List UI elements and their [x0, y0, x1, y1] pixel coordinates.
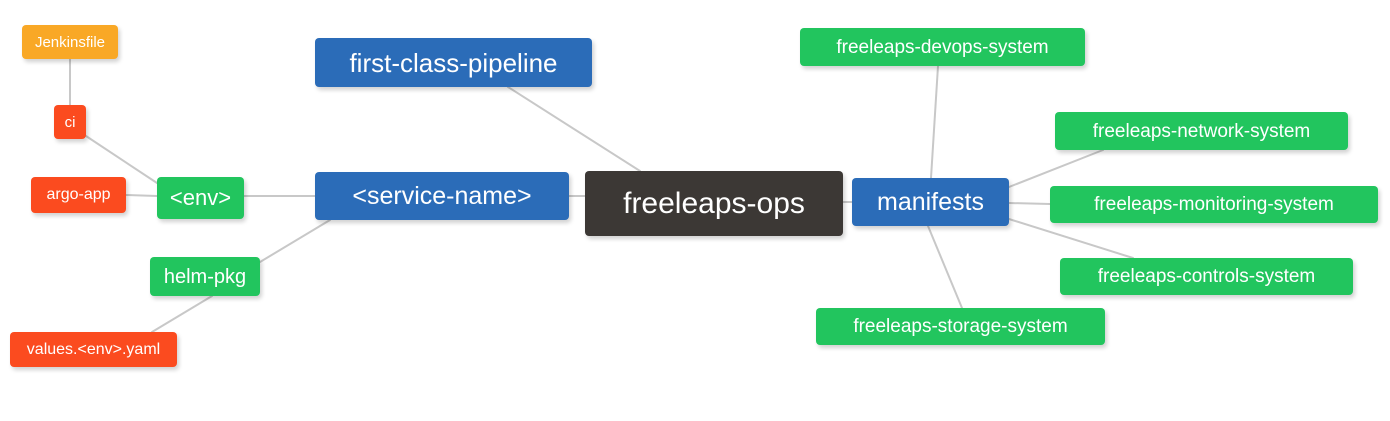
- node-freeleaps-ops[interactable]: freeleaps-ops: [585, 171, 843, 236]
- edge-ci-env: [85, 135, 158, 184]
- edge-manifests-monitoring: [1008, 202, 1051, 205]
- node-freeleaps-monitoring-system[interactable]: freeleaps-monitoring-system: [1050, 186, 1378, 223]
- node-freeleaps-controls-system[interactable]: freeleaps-controls-system: [1060, 258, 1353, 295]
- node-label-freeleaps-monitoring-system: freeleaps-monitoring-system: [1094, 194, 1334, 215]
- edge-manifests-devops: [930, 65, 939, 179]
- node-jenkinsfile[interactable]: Jenkinsfile: [22, 25, 118, 59]
- node-label-env: <env>: [169, 185, 232, 210]
- edge-pipeline-ops: [507, 86, 641, 172]
- node-label-ci: ci: [64, 113, 76, 131]
- node-label-jenkinsfile: Jenkinsfile: [34, 33, 106, 51]
- node-label-freeleaps-devops-system: freeleaps-devops-system: [836, 36, 1049, 58]
- node-label-argo-app: argo-app: [46, 186, 111, 203]
- node-service-name[interactable]: <service-name>: [315, 172, 569, 220]
- node-label-freeleaps-network-system: freeleaps-network-system: [1092, 120, 1311, 142]
- node-env[interactable]: <env>: [157, 177, 244, 219]
- node-label-service-name: <service-name>: [352, 181, 532, 210]
- node-label-freeleaps-ops: freeleaps-ops: [623, 186, 805, 220]
- node-freeleaps-storage-system[interactable]: freeleaps-storage-system: [816, 308, 1105, 345]
- edge-valuesyaml-helmpkg: [151, 295, 213, 333]
- node-label-helm-pkg: helm-pkg: [163, 265, 247, 288]
- node-ci[interactable]: ci: [54, 105, 86, 139]
- edge-helmpkg-servicename: [259, 219, 331, 263]
- node-label-freeleaps-controls-system: freeleaps-controls-system: [1097, 266, 1316, 287]
- node-label-manifests: manifests: [877, 187, 984, 216]
- node-label-first-class-pipeline: first-class-pipeline: [349, 47, 558, 78]
- node-freeleaps-devops-system[interactable]: freeleaps-devops-system: [800, 28, 1085, 66]
- node-label-freeleaps-storage-system: freeleaps-storage-system: [853, 316, 1068, 337]
- node-helm-pkg[interactable]: helm-pkg: [150, 257, 260, 296]
- node-first-class-pipeline[interactable]: first-class-pipeline: [315, 38, 592, 87]
- node-freeleaps-network-system[interactable]: freeleaps-network-system: [1055, 112, 1348, 150]
- node-label-values-yaml: values.<env>.yaml: [26, 340, 161, 358]
- edge-manifests-controls: [1008, 218, 1134, 259]
- edge-manifests-network: [1008, 149, 1104, 188]
- node-values-yaml[interactable]: values.<env>.yaml: [10, 332, 177, 367]
- node-manifests[interactable]: manifests: [852, 178, 1009, 226]
- edge-manifests-storage: [927, 225, 963, 309]
- edge-argoapp-env: [125, 194, 158, 197]
- node-argo-app[interactable]: argo-app: [31, 177, 126, 213]
